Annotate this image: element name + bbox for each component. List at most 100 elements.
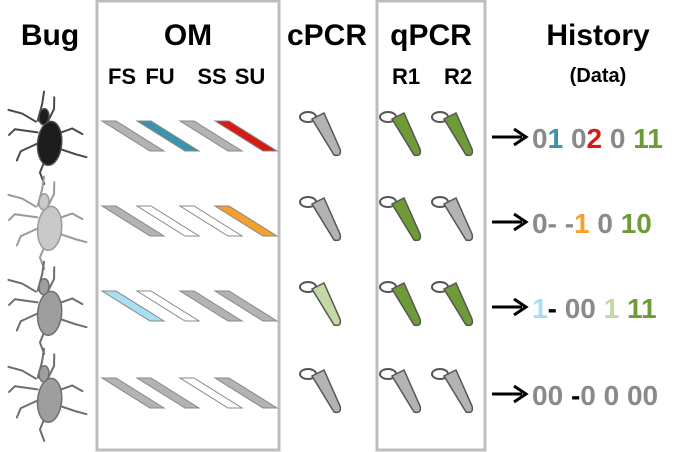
bug-leg [54, 316, 88, 329]
qpcr-tube-r2 [431, 196, 474, 242]
history-digit: - [548, 208, 557, 239]
bug-leg [8, 385, 39, 393]
cpcr-tube [299, 196, 342, 242]
history-digit: 2 [587, 123, 603, 154]
bug-leg [54, 146, 88, 159]
bug-leg [15, 141, 42, 162]
grey-bug-icon [7, 260, 88, 355]
dark-bug-icon [7, 90, 88, 185]
cpcr-tube [299, 281, 342, 327]
tube-body [310, 196, 342, 242]
qpcr-tube-r1 [379, 368, 422, 414]
arrow-icon [492, 384, 529, 404]
arrow-icon [492, 127, 529, 147]
cpcr-tube [299, 368, 342, 414]
tube-body [442, 281, 474, 327]
bug-leg [8, 213, 39, 221]
bug-head [38, 193, 50, 211]
history-digit [625, 123, 633, 154]
qpcr-sub-r2: R2 [444, 64, 472, 89]
qpcr-header: qPCR [390, 19, 472, 52]
bug-header: Bug [21, 19, 79, 52]
om-column-box [95, 0, 281, 452]
history-digit: 0 [571, 123, 587, 154]
tube-body [310, 111, 342, 157]
tube-body [390, 196, 422, 242]
history-digit: 0 [532, 208, 548, 239]
sample-row: 1- 00 1 11 [7, 260, 657, 355]
slide-su [213, 205, 279, 237]
history-digit: 0 [597, 208, 613, 239]
qpcr-tube-r2 [431, 281, 474, 327]
history-digit [563, 380, 571, 411]
history-digit: 00 [532, 380, 563, 411]
history-digit [563, 123, 571, 154]
history-digit: 00 [565, 293, 596, 324]
history-subheader: (Data) [570, 65, 627, 87]
bug-leg [54, 231, 88, 244]
arrow-head [513, 127, 529, 147]
bug-leg [15, 398, 42, 419]
slide-fu [135, 120, 201, 152]
tube-body [390, 111, 422, 157]
bug-leg [7, 365, 37, 380]
tube-body [390, 281, 422, 327]
qpcr-tube-r1 [379, 111, 422, 157]
history-digit: 00 [627, 380, 658, 411]
history-digit [557, 293, 565, 324]
slide-fu [135, 205, 201, 237]
bug-leg [54, 403, 88, 416]
pale-bug-icon [7, 175, 88, 270]
history-digit [619, 380, 627, 411]
history-value: 1- 00 1 11 [532, 293, 657, 324]
sample-row: 01 02 0 11 [7, 90, 663, 185]
tube-body [442, 196, 474, 242]
slide-fs [100, 120, 166, 152]
sample-row: 00 -0 0 00 [7, 347, 658, 442]
qpcr-column-box [375, 0, 487, 452]
om-header: OM [164, 19, 212, 52]
history-digit: 11 [633, 123, 663, 154]
bug-body [36, 290, 63, 337]
slide-fs [100, 290, 166, 322]
tube-body [442, 111, 474, 157]
tube-body [390, 368, 422, 414]
arrow-head [513, 212, 529, 232]
om-sub-fu: FU [145, 64, 174, 89]
slide-su [213, 377, 279, 409]
history-digit [613, 208, 621, 239]
slide-fs [100, 205, 166, 237]
history-digit: - [571, 380, 580, 411]
bug-leg [7, 278, 37, 293]
slide-fu [135, 377, 201, 409]
tube-body [310, 368, 342, 414]
history-digit: 0 [580, 380, 596, 411]
history-digit: 0 [610, 123, 626, 154]
history-digit: 1 [574, 208, 590, 239]
history-value: 0- -1 0 10 [532, 208, 652, 239]
om-sub-su: SU [235, 64, 266, 89]
bug-head [38, 108, 50, 126]
slide-ss [178, 120, 244, 152]
qpcr-sub-r1: R1 [392, 64, 420, 89]
history-digit: 0 [532, 123, 548, 154]
arrow-icon [492, 297, 529, 317]
qpcr-tube-r2 [431, 368, 474, 414]
qpcr-tube-r1 [379, 281, 422, 327]
slide-su [213, 120, 279, 152]
history-digit: - [565, 208, 574, 239]
history-digit [557, 208, 565, 239]
bug-body [36, 205, 63, 252]
slide-su [213, 290, 279, 322]
history-digit: - [548, 293, 557, 324]
bug-head [38, 365, 50, 383]
qpcr-tube-r2 [431, 111, 474, 157]
cpcr-header: cPCR [287, 19, 367, 52]
history-digit: 0 [604, 380, 620, 411]
history-digit: 1 [532, 293, 548, 324]
bug-leg [15, 226, 42, 247]
cpcr-tube [299, 111, 342, 157]
history-digit [619, 293, 627, 324]
